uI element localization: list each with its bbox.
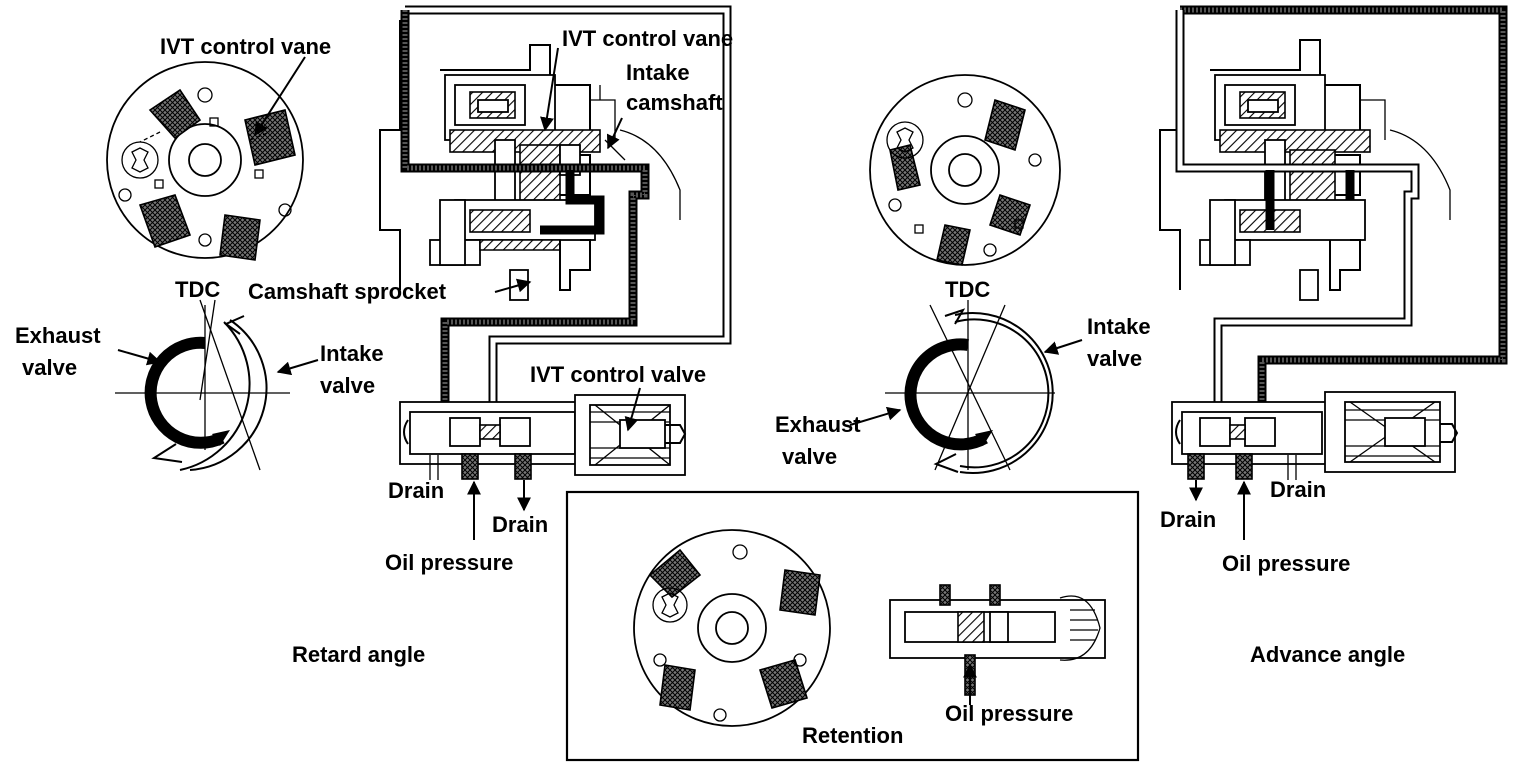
label-intake-camshaft-1: Intake [626,60,690,85]
left-vane-disk [106,61,304,261]
right-timing-circle [885,300,1055,474]
label-drain-left-a: Drain [388,478,444,503]
label-camshaft-sprocket: Camshaft sprocket [248,279,447,304]
label-oil-pressure-retention: Oil pressure [945,701,1073,726]
label-oil-pressure-right: Oil pressure [1222,551,1350,576]
right-actuator-assembly [849,5,1508,540]
retention-control-valve [889,584,1106,705]
label-tdc-left: TDC [175,277,220,302]
diagram-labels: IVT control vane IVT control vane Intake… [15,26,1405,748]
label-intake-valve-right-1: Intake [1087,314,1151,339]
label-ivt-control-valve: IVT control valve [530,362,706,387]
left-actuator-assembly [117,5,732,540]
label-exhaust-valve-right-2: valve [782,444,837,469]
label-retard-angle: Retard angle [292,642,425,667]
label-drain-left-b: Drain [492,512,548,537]
label-tdc-right: TDC [945,277,990,302]
label-advance-angle: Advance angle [1250,642,1405,667]
label-oil-pressure-left: Oil pressure [385,550,513,575]
label-intake-valve-right-2: valve [1087,346,1142,371]
retention-vane-disk [565,490,1140,762]
label-retention: Retention [802,723,903,748]
label-intake-valve-left-2: valve [320,373,375,398]
right-vane-disk [869,74,1061,266]
label-ivt-control-vane-left: IVT control vane [160,34,331,59]
label-exhaust-valve-left-2: valve [22,355,77,380]
label-intake-camshaft-2: camshaft [626,90,723,115]
label-drain-right-b: Drain [1160,507,1216,532]
label-drain-right-a: Drain [1270,477,1326,502]
label-intake-valve-left-1: Intake [320,341,384,366]
label-exhaust-valve-right-1: Exhaust [775,412,861,437]
label-exhaust-valve-left-1: Exhaust [15,323,101,348]
label-ivt-control-vane-center: IVT control vane [562,26,733,51]
left-timing-circle [115,299,290,471]
